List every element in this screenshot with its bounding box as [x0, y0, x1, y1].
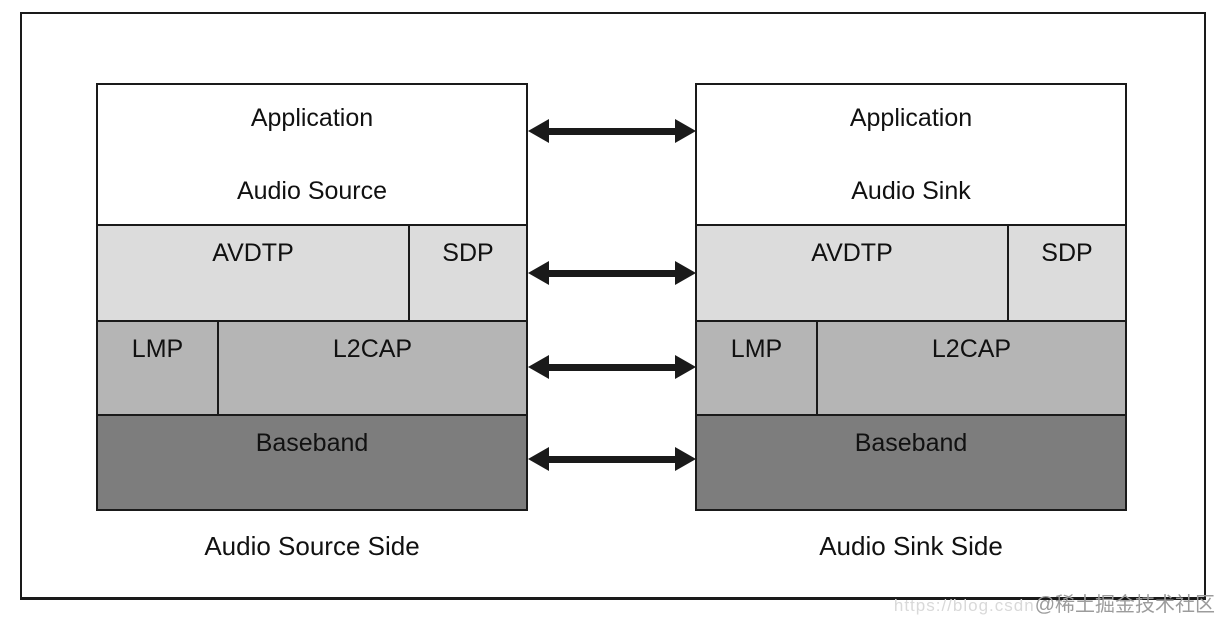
- sdp-box: SDP: [1009, 226, 1125, 320]
- lmp-label: LMP: [131, 335, 184, 363]
- layer-baseband-source: Baseband: [98, 416, 526, 509]
- caption-audio-source-side: Audio Source Side: [204, 531, 420, 561]
- arrow-right-head-icon: [675, 447, 696, 471]
- avdtp-label: AVDTP: [811, 239, 893, 267]
- stack-audio-sink: Application Audio Sink AVDTP SDP LMP L2C…: [695, 83, 1127, 511]
- avdtp-box: AVDTP: [98, 226, 408, 320]
- double-arrow-l2cap: [528, 354, 696, 380]
- audio-sink-label: Audio Sink: [851, 177, 971, 205]
- watermark-url-text: https://blog.csdn: [893, 596, 1035, 615]
- arrow-shaft: [547, 455, 677, 463]
- l2cap-box: L2CAP: [219, 322, 526, 414]
- l2cap-label: L2CAP: [332, 335, 413, 363]
- baseband-label: Baseband: [854, 429, 968, 457]
- arrow-right-head-icon: [675, 355, 696, 379]
- application-box: Application Audio Sink: [697, 85, 1125, 224]
- avdtp-label: AVDTP: [212, 239, 294, 267]
- arrow-shaft: [547, 127, 677, 135]
- baseband-box: Baseband: [697, 416, 1125, 509]
- watermark: https://blog.csdn@稀土掘金技术社区: [894, 588, 1215, 617]
- sdp-label: SDP: [442, 239, 494, 267]
- baseband-box: Baseband: [98, 416, 526, 509]
- application-label: Application: [849, 104, 973, 132]
- application-label: Application: [250, 104, 374, 132]
- double-arrow-avdtp: [528, 260, 696, 286]
- double-arrow-application: [528, 118, 696, 144]
- stack-audio-source: Application Audio Source AVDTP SDP LMP L…: [96, 83, 528, 511]
- l2cap-label: L2CAP: [931, 335, 1012, 363]
- lmp-box: LMP: [697, 322, 816, 414]
- lmp-label: LMP: [730, 335, 783, 363]
- l2cap-box: L2CAP: [818, 322, 1125, 414]
- double-arrow-baseband: [528, 446, 696, 472]
- watermark-community-text: @稀土掘金技术社区: [1034, 594, 1215, 616]
- arrow-right-head-icon: [675, 119, 696, 143]
- layer-avdtp-sdp-sink: AVDTP SDP: [697, 226, 1125, 320]
- arrow-left-head-icon: [528, 261, 549, 285]
- caption-audio-sink-side: Audio Sink Side: [819, 531, 1003, 561]
- baseband-label: Baseband: [255, 429, 369, 457]
- arrow-right-head-icon: [675, 261, 696, 285]
- arrow-left-head-icon: [528, 355, 549, 379]
- arrow-left-head-icon: [528, 119, 549, 143]
- audio-source-label: Audio Source: [236, 177, 388, 205]
- avdtp-box: AVDTP: [697, 226, 1007, 320]
- arrow-shaft: [547, 269, 677, 277]
- arrow-left-head-icon: [528, 447, 549, 471]
- layer-lmp-l2cap-sink: LMP L2CAP: [697, 322, 1125, 414]
- application-box: Application Audio Source: [98, 85, 526, 224]
- layer-application-source: Application Audio Source: [98, 85, 526, 224]
- layer-baseband-sink: Baseband: [697, 416, 1125, 509]
- layer-application-sink: Application Audio Sink: [697, 85, 1125, 224]
- lmp-box: LMP: [98, 322, 217, 414]
- sdp-box: SDP: [410, 226, 526, 320]
- layer-avdtp-sdp-source: AVDTP SDP: [98, 226, 526, 320]
- sdp-label: SDP: [1041, 239, 1093, 267]
- layer-lmp-l2cap-source: LMP L2CAP: [98, 322, 526, 414]
- arrow-shaft: [547, 363, 677, 371]
